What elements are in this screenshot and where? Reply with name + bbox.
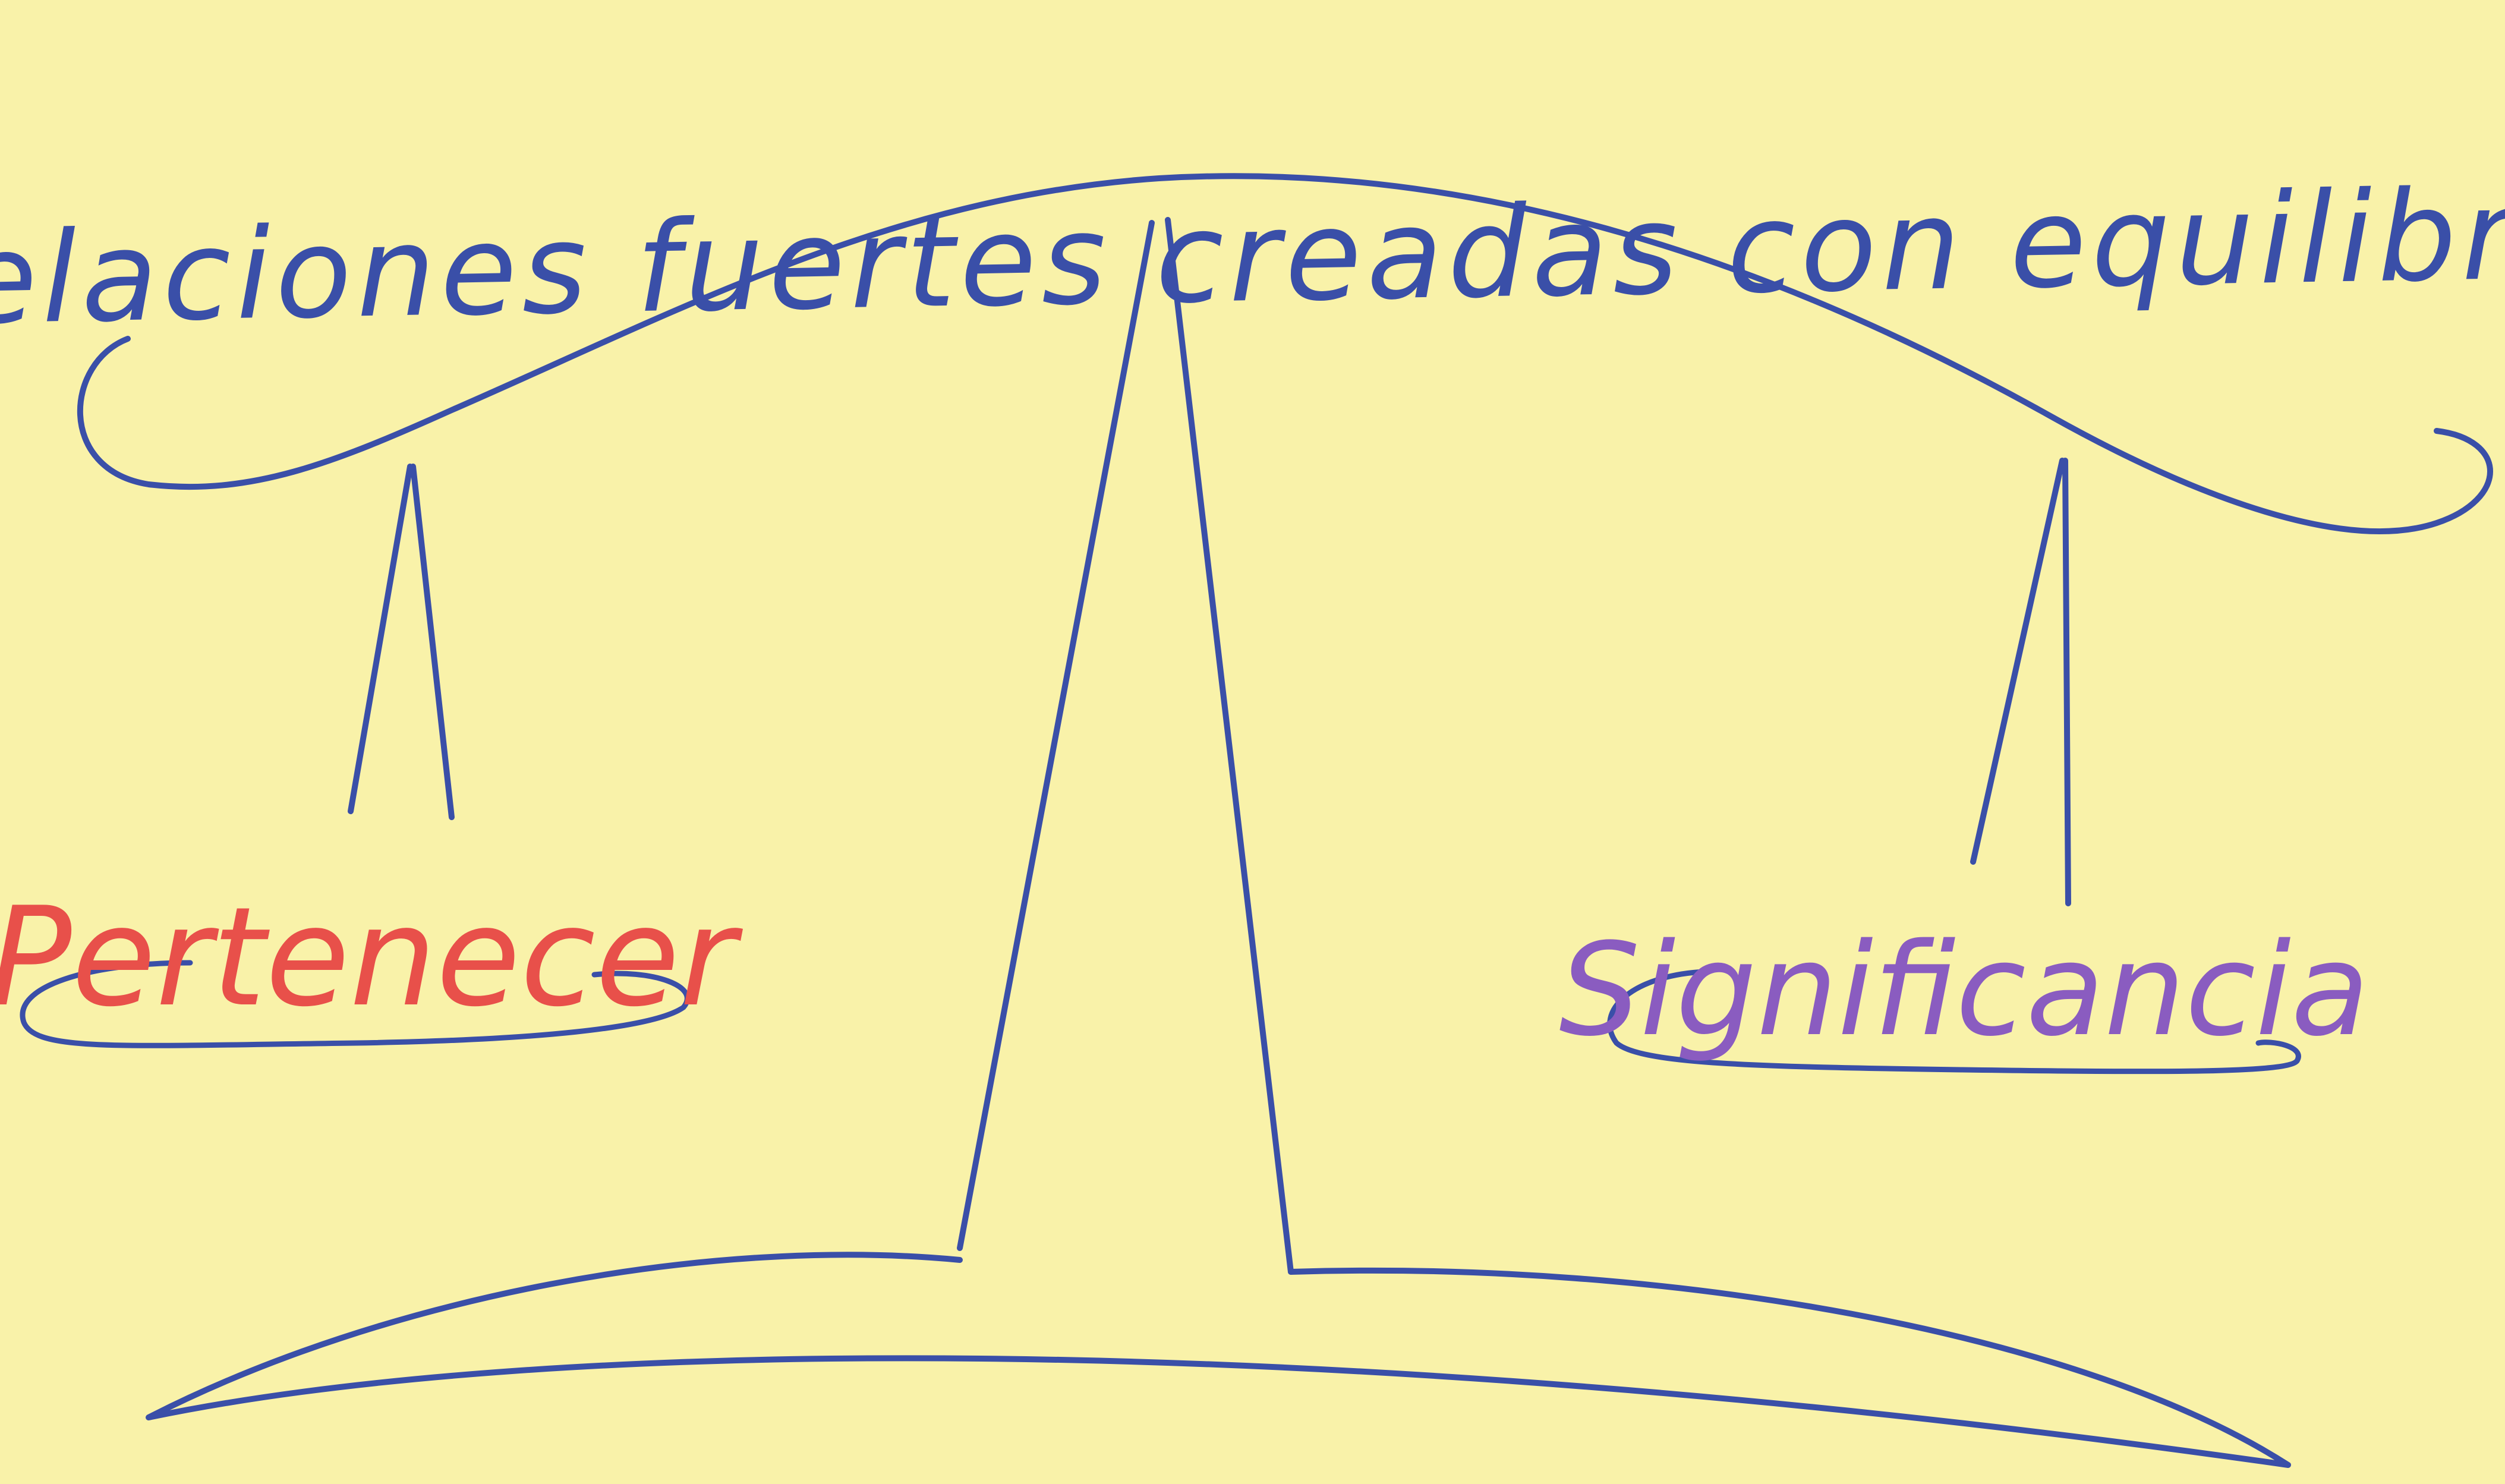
right-pan: [1607, 969, 2301, 1075]
scale-base: [146, 1252, 2291, 1468]
left-hanger: [348, 464, 455, 820]
right-label: Significancia: [1559, 915, 2369, 1064]
central-post: [957, 217, 1294, 1275]
diagram-title: Relaciones fuertes creadas con equilibri…: [0, 160, 2505, 354]
left-pan: [20, 960, 690, 1048]
right-hanger: [1970, 458, 2071, 906]
scale-beam: [77, 173, 2493, 534]
left-label: Pertenecer: [0, 878, 743, 1037]
